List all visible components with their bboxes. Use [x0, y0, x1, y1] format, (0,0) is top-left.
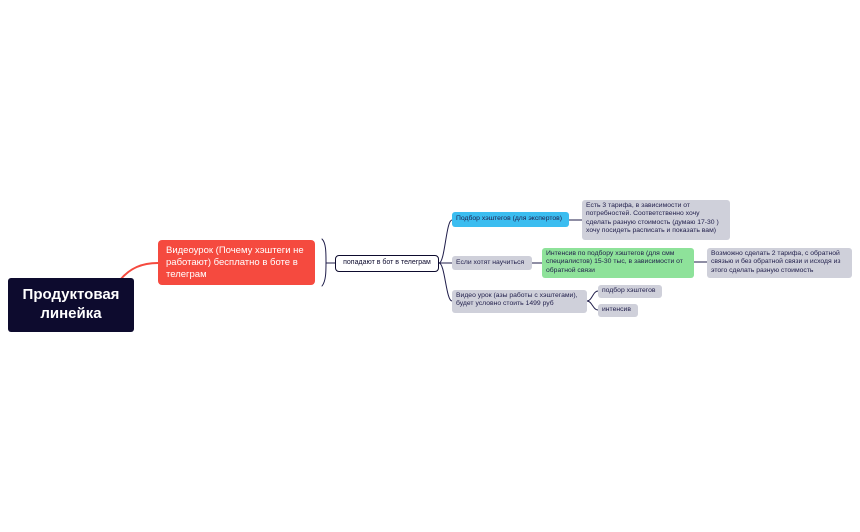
branch-2-node[interactable]: Если хотят научиться: [452, 256, 532, 270]
root-node[interactable]: Продуктовая линейка: [8, 278, 134, 332]
level2-node[interactable]: попадают в бот в телеграм: [335, 255, 439, 272]
branch-3-node[interactable]: Видео урок (азы работы с хэштегами), буд…: [452, 290, 587, 313]
branch-2-subdetail-node[interactable]: Возможно сделать 2 тарифа, с обратной св…: [707, 248, 852, 278]
level1-node[interactable]: Видеоурок (Почему хэштеги не работают) б…: [158, 240, 315, 285]
connector-root-level1: [119, 262, 159, 281]
connector-branch-3-child-1: [586, 290, 599, 302]
connector-branch-3-child-2: [586, 300, 599, 311]
branch-3-child-1-node[interactable]: подбор хэштегов: [598, 285, 662, 298]
brace-left: [321, 238, 327, 287]
connector-branch-3: [438, 262, 453, 302]
branch-1-node[interactable]: Подбор хэштегов (для экспертов): [452, 212, 569, 227]
connector-branch-1: [438, 219, 453, 264]
branch-2-detail-node[interactable]: Интенсив по подбору хэштегов (для смм сп…: [542, 248, 694, 278]
branch-1-detail-node[interactable]: Есть 3 тарифа, в зависимости от потребно…: [582, 200, 730, 240]
branch-3-child-2-node[interactable]: интенсив: [598, 304, 638, 317]
